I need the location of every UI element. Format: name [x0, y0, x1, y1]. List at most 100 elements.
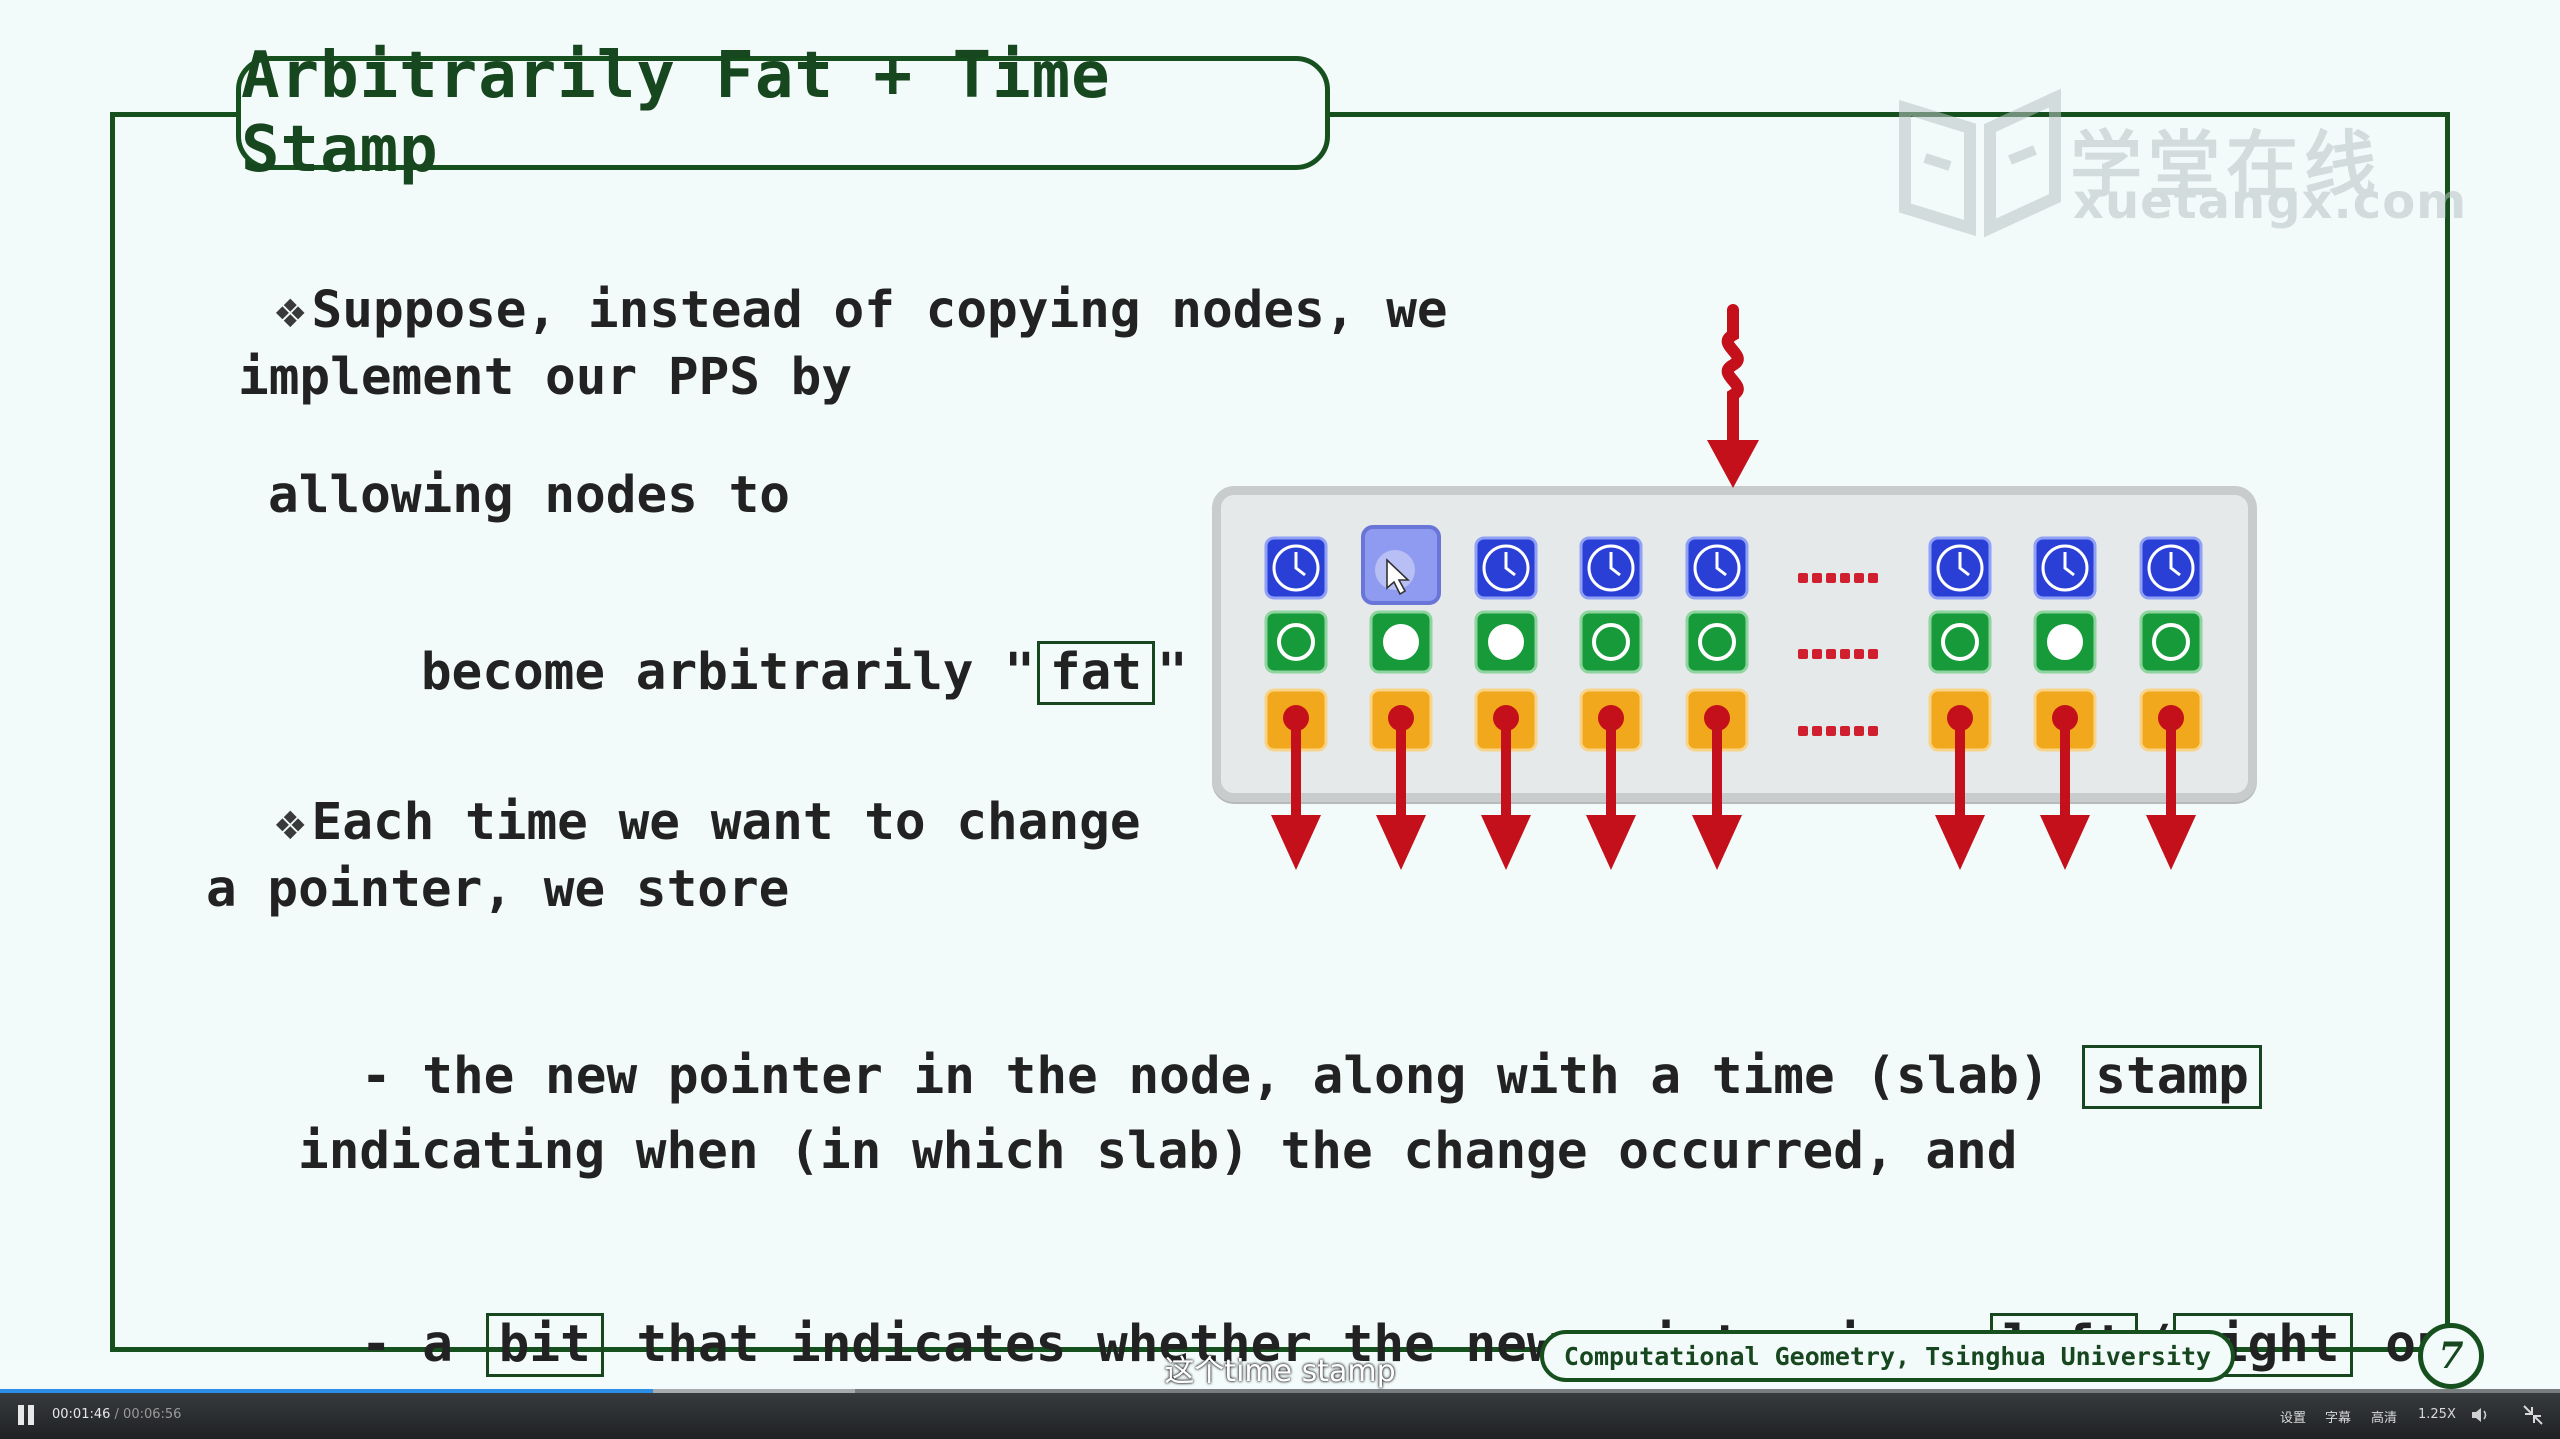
pointer-arrow-shaft [1501, 718, 1511, 818]
clock-face [2147, 544, 2195, 592]
pointer-arrow-shaft [1606, 718, 1616, 818]
watermark-cn: 学堂在线 [2070, 123, 2383, 207]
bit-icon [2139, 610, 2203, 674]
pointer-arrow-shaft [2060, 718, 2070, 818]
pointer-arrow-shaft [2166, 718, 2176, 818]
pointer-arrow-shaft [1291, 718, 1301, 818]
clock-face [1936, 544, 1984, 592]
bit-empty [1698, 623, 1736, 661]
clock-hands [1294, 552, 1306, 577]
current-time: 00:01:46 [52, 1407, 111, 1422]
ellipsis-dot [1798, 649, 1808, 659]
volume-icon[interactable] [2470, 1406, 2490, 1424]
pointer-arrow-head [2040, 815, 2090, 870]
ellipsis-dot [1868, 726, 1878, 736]
bit-filled [1488, 624, 1524, 660]
progress-track[interactable] [0, 1389, 2560, 1393]
sub-item-1-line-1: - the new pointer in the node, along wit… [238, 994, 2264, 1160]
clock-face [1272, 544, 1320, 592]
player-controls [0, 1389, 2560, 1439]
clock-face [1587, 544, 1635, 592]
bullet-1-line-1: ❖Suppose, instead of copying nodes, we [274, 281, 1448, 340]
ellipsis-dot [1868, 649, 1878, 659]
fullscreen-exit-icon[interactable] [2522, 1404, 2544, 1426]
hand-cursor-icon [1386, 558, 1410, 596]
ellipsis-dot [1854, 649, 1864, 659]
page-number: 7 [2418, 1323, 2484, 1389]
pointer-arrow-head [1935, 815, 1985, 870]
bit-empty [1941, 623, 1979, 661]
ellipsis-dot [1826, 726, 1836, 736]
bit-icon [1579, 610, 1643, 674]
clock-hands [2169, 552, 2181, 577]
pointer-arrow-head [1271, 815, 1321, 870]
time-display: 00:01:46 / 00:06:56 [52, 1407, 182, 1422]
bullet-2-line-2: a pointer, we store [206, 860, 790, 919]
bullet-icon: ❖ [274, 793, 306, 852]
book-logo-icon [1899, 88, 2061, 238]
bullet-1-line-4: become arbitrarily "fat" [298, 590, 1188, 756]
pointer-arrow-head [1376, 815, 1426, 870]
pointer-arrow-head [1586, 815, 1636, 870]
bullet-icon: ❖ [274, 281, 306, 340]
clock-face [1693, 544, 1741, 592]
watermark: 学堂在线 xuetangx.com [1895, 88, 2466, 238]
ellipsis-dot [1854, 726, 1864, 736]
bullet-2-line-1: ❖Each time we want to change [274, 793, 1141, 852]
bit-icon [1928, 610, 1992, 674]
captions-button[interactable]: 字幕 [2325, 1411, 2352, 1426]
slide-title: Arbitrarily Fat + Time Stamp [236, 39, 1330, 187]
bit-filled [1383, 624, 1419, 660]
boxed-bit: bit [485, 1313, 604, 1377]
arrow-head [1707, 440, 1759, 488]
video-subtitle: 这个time stamp [1164, 1354, 1396, 1389]
slide: Arbitrarily Fat + Time Stamp 学堂在线 xuetan… [110, 39, 2484, 1389]
ellipsis-dot [1798, 726, 1808, 736]
ellipsis-dot [1812, 649, 1822, 659]
ellipsis-dot [1812, 726, 1822, 736]
settings-button[interactable]: 设置 [2280, 1411, 2307, 1426]
ellipsis-dot [1868, 573, 1878, 583]
speed-button[interactable]: 1.25X [2418, 1407, 2456, 1422]
clock-face [1482, 544, 1530, 592]
watermark-url: xuetangx.com [2073, 174, 2468, 230]
clock-face [2041, 544, 2089, 592]
boxed-stamp: stamp [2082, 1045, 2262, 1109]
ellipsis-dot [1840, 649, 1850, 659]
bit-filled [2047, 624, 2083, 660]
ellipsis-dot [1826, 649, 1836, 659]
footer-label: Computational Geometry, Tsinghua Univers… [1540, 1330, 2235, 1382]
pause-icon[interactable] [14, 1403, 38, 1427]
bit-icon [1264, 610, 1328, 674]
ellipsis-dot [1812, 573, 1822, 583]
ellipsis-dot [1798, 573, 1808, 583]
boxed-fat: fat [1036, 641, 1156, 705]
clock-hands [1715, 552, 1727, 577]
ellipsis-dot [1840, 726, 1850, 736]
progress-fill [0, 1389, 653, 1393]
incoming-squiggle-arrow [1721, 304, 1744, 446]
ellipsis-dot [1840, 573, 1850, 583]
pointer-arrow-shaft [1712, 718, 1722, 818]
bit-empty [2152, 623, 2190, 661]
pointer-arrow-shaft [1396, 718, 1406, 818]
clock-hands [1609, 552, 1621, 577]
bit-empty [1592, 623, 1630, 661]
pointer-arrow-head [2146, 815, 2196, 870]
clock-hands [1504, 552, 1516, 577]
pointer-arrow-head [1692, 815, 1742, 870]
bullet-1-line-2: implement our PPS by [238, 348, 853, 407]
fat-node-diagram [1264, 304, 2203, 870]
sub-item-1-line-2: indicating when (in which slab) the chan… [298, 1122, 2018, 1181]
clock-hands [2063, 552, 2075, 577]
bit-icon [1685, 610, 1749, 674]
bullet-1-line-3: allowing nodes to [268, 466, 790, 525]
ellipsis-dot [1854, 573, 1864, 583]
pointer-arrow-shaft [1955, 718, 1965, 818]
ellipsis-dot [1826, 573, 1836, 583]
total-time: 00:06:56 [123, 1407, 182, 1422]
pointer-arrow-head [1481, 815, 1531, 870]
clock-hands [1958, 552, 1970, 577]
quality-button[interactable]: 高清 [2371, 1411, 2398, 1426]
bit-empty [1277, 623, 1315, 661]
